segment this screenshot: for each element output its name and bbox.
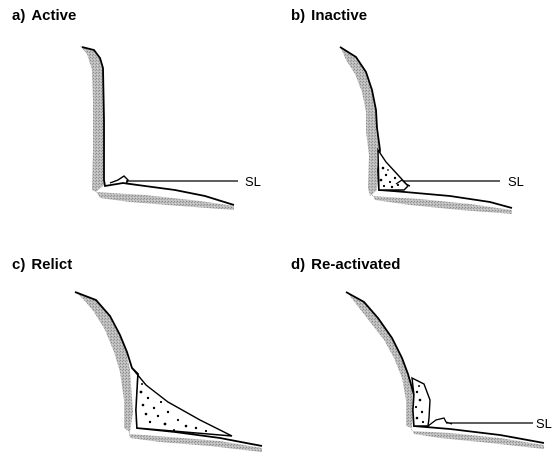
panel-d-sea-level-label: SL (536, 416, 552, 431)
panel-b-rock-shading (340, 46, 380, 196)
panel-c-diagram (75, 291, 262, 452)
panel-b-diagram: SL (340, 46, 524, 214)
panel-b-cliff-profile (340, 47, 512, 208)
panel-d-floor-shading (410, 425, 544, 449)
panel-d-beach-notch (428, 418, 452, 426)
panel-a-sea-level-label: SL (245, 174, 261, 189)
panel-c-rock-shading (75, 291, 133, 432)
panel-d-rock-shading (346, 291, 414, 428)
panel-b-debris-wedge (378, 150, 408, 190)
panel-d-debris-remnant (412, 378, 430, 426)
panel-d-diagram: SL (346, 291, 552, 449)
panel-b-sea-level-label: SL (508, 174, 524, 189)
panel-a-rock-shading (80, 46, 105, 192)
panel-a-diagram: SL (80, 46, 261, 210)
panel-c-debris-wedge (132, 368, 232, 436)
